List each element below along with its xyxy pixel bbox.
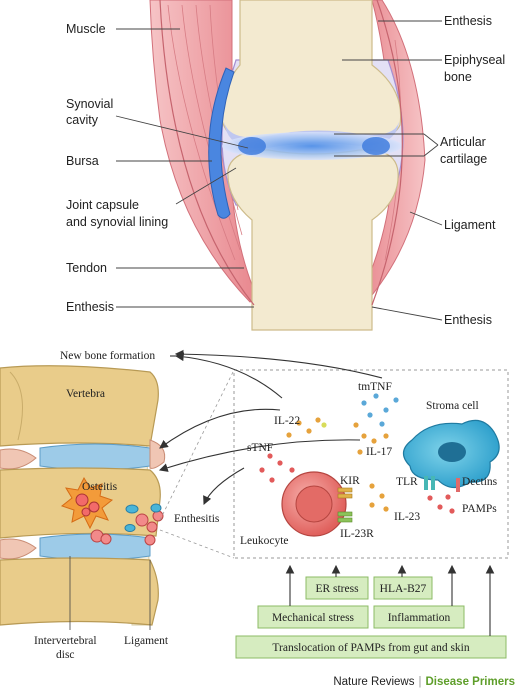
box-inflammation	[373, 605, 465, 629]
label-articular-1: Articular	[440, 135, 486, 149]
label-enthesis-top-right: Enthesis	[444, 14, 492, 28]
label-il17: IL-17	[366, 446, 392, 458]
intervertebral-disc-upper	[39, 443, 151, 471]
box-er-stress	[305, 576, 369, 600]
text-mechanical-stress: Mechanical stress	[272, 612, 355, 624]
trigger-boxes: ER stress HLA-B27 Mechanical stress Infl…	[235, 564, 507, 659]
label-ligament-lower: Ligament	[124, 635, 169, 647]
label-synovial-cavity-2: cavity	[66, 113, 99, 127]
cytokine-dots	[259, 393, 455, 514]
label-articular-2: cartilage	[440, 152, 487, 166]
stroma-cell	[402, 419, 500, 492]
label-joint-capsule-1: Joint capsule	[66, 198, 139, 212]
text-translocation: Translocation of PAMPs from gut and skin	[272, 642, 469, 654]
label-stnf: sTNF	[247, 442, 273, 454]
leukocyte	[281, 471, 353, 537]
label-ligament-right: Ligament	[444, 218, 496, 232]
credit-journal: Nature Reviews	[333, 676, 415, 688]
label-joint-capsule-2: and synovial lining	[66, 215, 168, 229]
lower-label-text: New bone formation Vertebra Osteitis Int…	[34, 350, 498, 661]
label-osteitis: Osteitis	[82, 481, 118, 493]
lower-leader-lines	[69, 556, 151, 630]
box-hla-b27	[373, 576, 433, 600]
label-stroma-cell: Stroma cell	[426, 400, 479, 412]
text-er-stress: ER stress	[315, 583, 359, 595]
label-epiphyseal-1: Epiphyseal	[444, 53, 505, 67]
label-pamps: PAMPs	[462, 503, 497, 515]
label-synovial-cavity-1: Synovial	[66, 97, 113, 111]
label-il23: IL-23	[394, 511, 420, 523]
vertebra-top	[0, 365, 159, 447]
label-intervertebral-2: disc	[56, 649, 75, 661]
label-dectins: Dectins	[462, 476, 498, 488]
label-muscle: Muscle	[66, 22, 106, 36]
credit-series: Disease Primers	[425, 676, 515, 688]
synovial-cavity	[222, 132, 402, 160]
upper-labels	[115, 20, 443, 321]
label-il23r: IL-23R	[340, 528, 374, 540]
enthesitis-cell-cluster	[90, 503, 164, 546]
epiphyseal-bone-upper	[221, 0, 402, 142]
label-tmtnf: tmTNF	[358, 381, 392, 393]
label-vertebra: Vertebra	[66, 388, 105, 400]
signaling-arrows	[158, 349, 383, 506]
label-kir: KIR	[340, 475, 360, 487]
label-epiphyseal-2: bone	[444, 70, 472, 84]
joint-illustration	[149, 0, 426, 331]
label-enthesis-left: Enthesis	[66, 300, 114, 314]
label-new-bone-formation: New bone formation	[60, 350, 155, 362]
label-il22: IL-22	[274, 415, 300, 427]
label-intervertebral-1: Intervertebral	[34, 635, 97, 647]
spine-illustration	[0, 365, 166, 626]
figure-credit: Nature Reviews|Disease Primers	[0, 676, 515, 688]
label-enthesitis: Enthesitis	[174, 513, 220, 525]
box-mechanical-stress	[257, 605, 369, 629]
label-tendon: Tendon	[66, 261, 107, 275]
label-enthesis-bottom-right: Enthesis	[444, 313, 492, 327]
upper-label-text: Muscle Synovial cavity Bursa Joint capsu…	[66, 14, 505, 327]
label-bursa: Bursa	[66, 154, 99, 168]
vertebra-bottom	[0, 557, 159, 626]
label-tlr: TLR	[396, 476, 418, 488]
text-inflammation: Inflammation	[388, 612, 451, 624]
text-hla-b27: HLA-B27	[380, 583, 427, 595]
box-translocation	[235, 635, 507, 659]
inset-box	[233, 369, 509, 559]
label-leukocyte: Leukocyte	[240, 535, 289, 547]
credit-separator: |	[418, 676, 422, 688]
